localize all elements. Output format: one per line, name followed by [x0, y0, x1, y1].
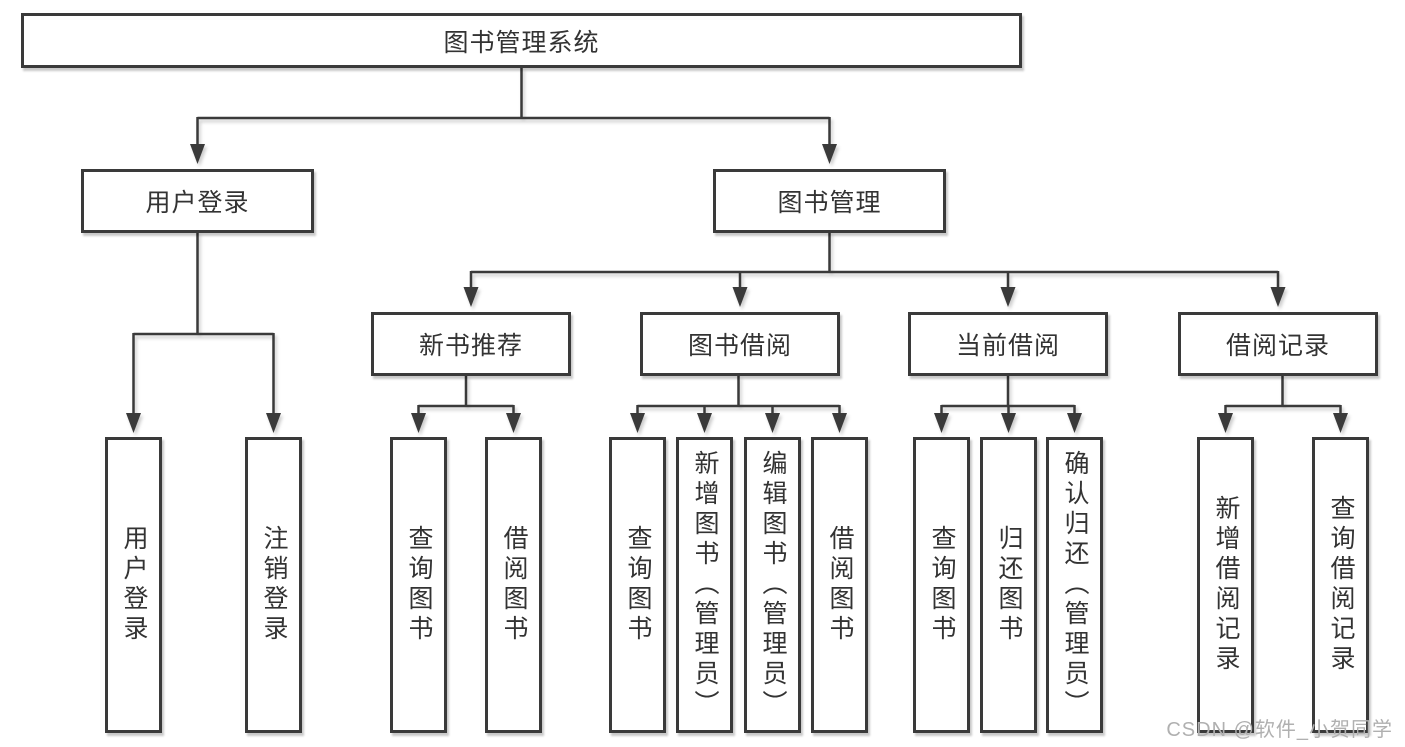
- node-book-management: 图书管理: [713, 169, 946, 233]
- leaf-logout: 注销登录: [245, 437, 302, 733]
- leaf-borrowing-borrow-books: 借阅图书: [811, 437, 868, 733]
- leaf-add-borrow-record: 新增借阅记录: [1197, 437, 1254, 733]
- leaf-return-books: 归还图书: [980, 437, 1037, 733]
- leaf-confirm-return-admin: 确认归还（管理员）: [1046, 437, 1103, 733]
- node-borrowing-records: 借阅记录: [1178, 312, 1378, 376]
- leaf-query-borrow-record: 查询借阅记录: [1312, 437, 1369, 733]
- leaf-recommend-borrow-books: 借阅图书: [485, 437, 542, 733]
- leaf-edit-books-admin: 编辑图书（管理员）: [744, 437, 801, 733]
- node-new-book-recommendation: 新书推荐: [371, 312, 571, 376]
- watermark-text: CSDN @软件_小贺同学: [1166, 719, 1393, 741]
- leaf-add-books-admin: 新增图书（管理员）: [676, 437, 733, 733]
- node-system-root: 图书管理系统: [21, 13, 1022, 68]
- node-current-borrowing: 当前借阅: [908, 312, 1108, 376]
- node-book-borrowing: 图书借阅: [640, 312, 840, 376]
- leaf-recommend-query-books: 查询图书: [390, 437, 447, 733]
- leaf-user-login: 用户登录: [105, 437, 162, 733]
- leaf-current-query-books: 查询图书: [913, 437, 970, 733]
- leaf-borrowing-query-books: 查询图书: [609, 437, 666, 733]
- node-user-login: 用户登录: [81, 169, 314, 233]
